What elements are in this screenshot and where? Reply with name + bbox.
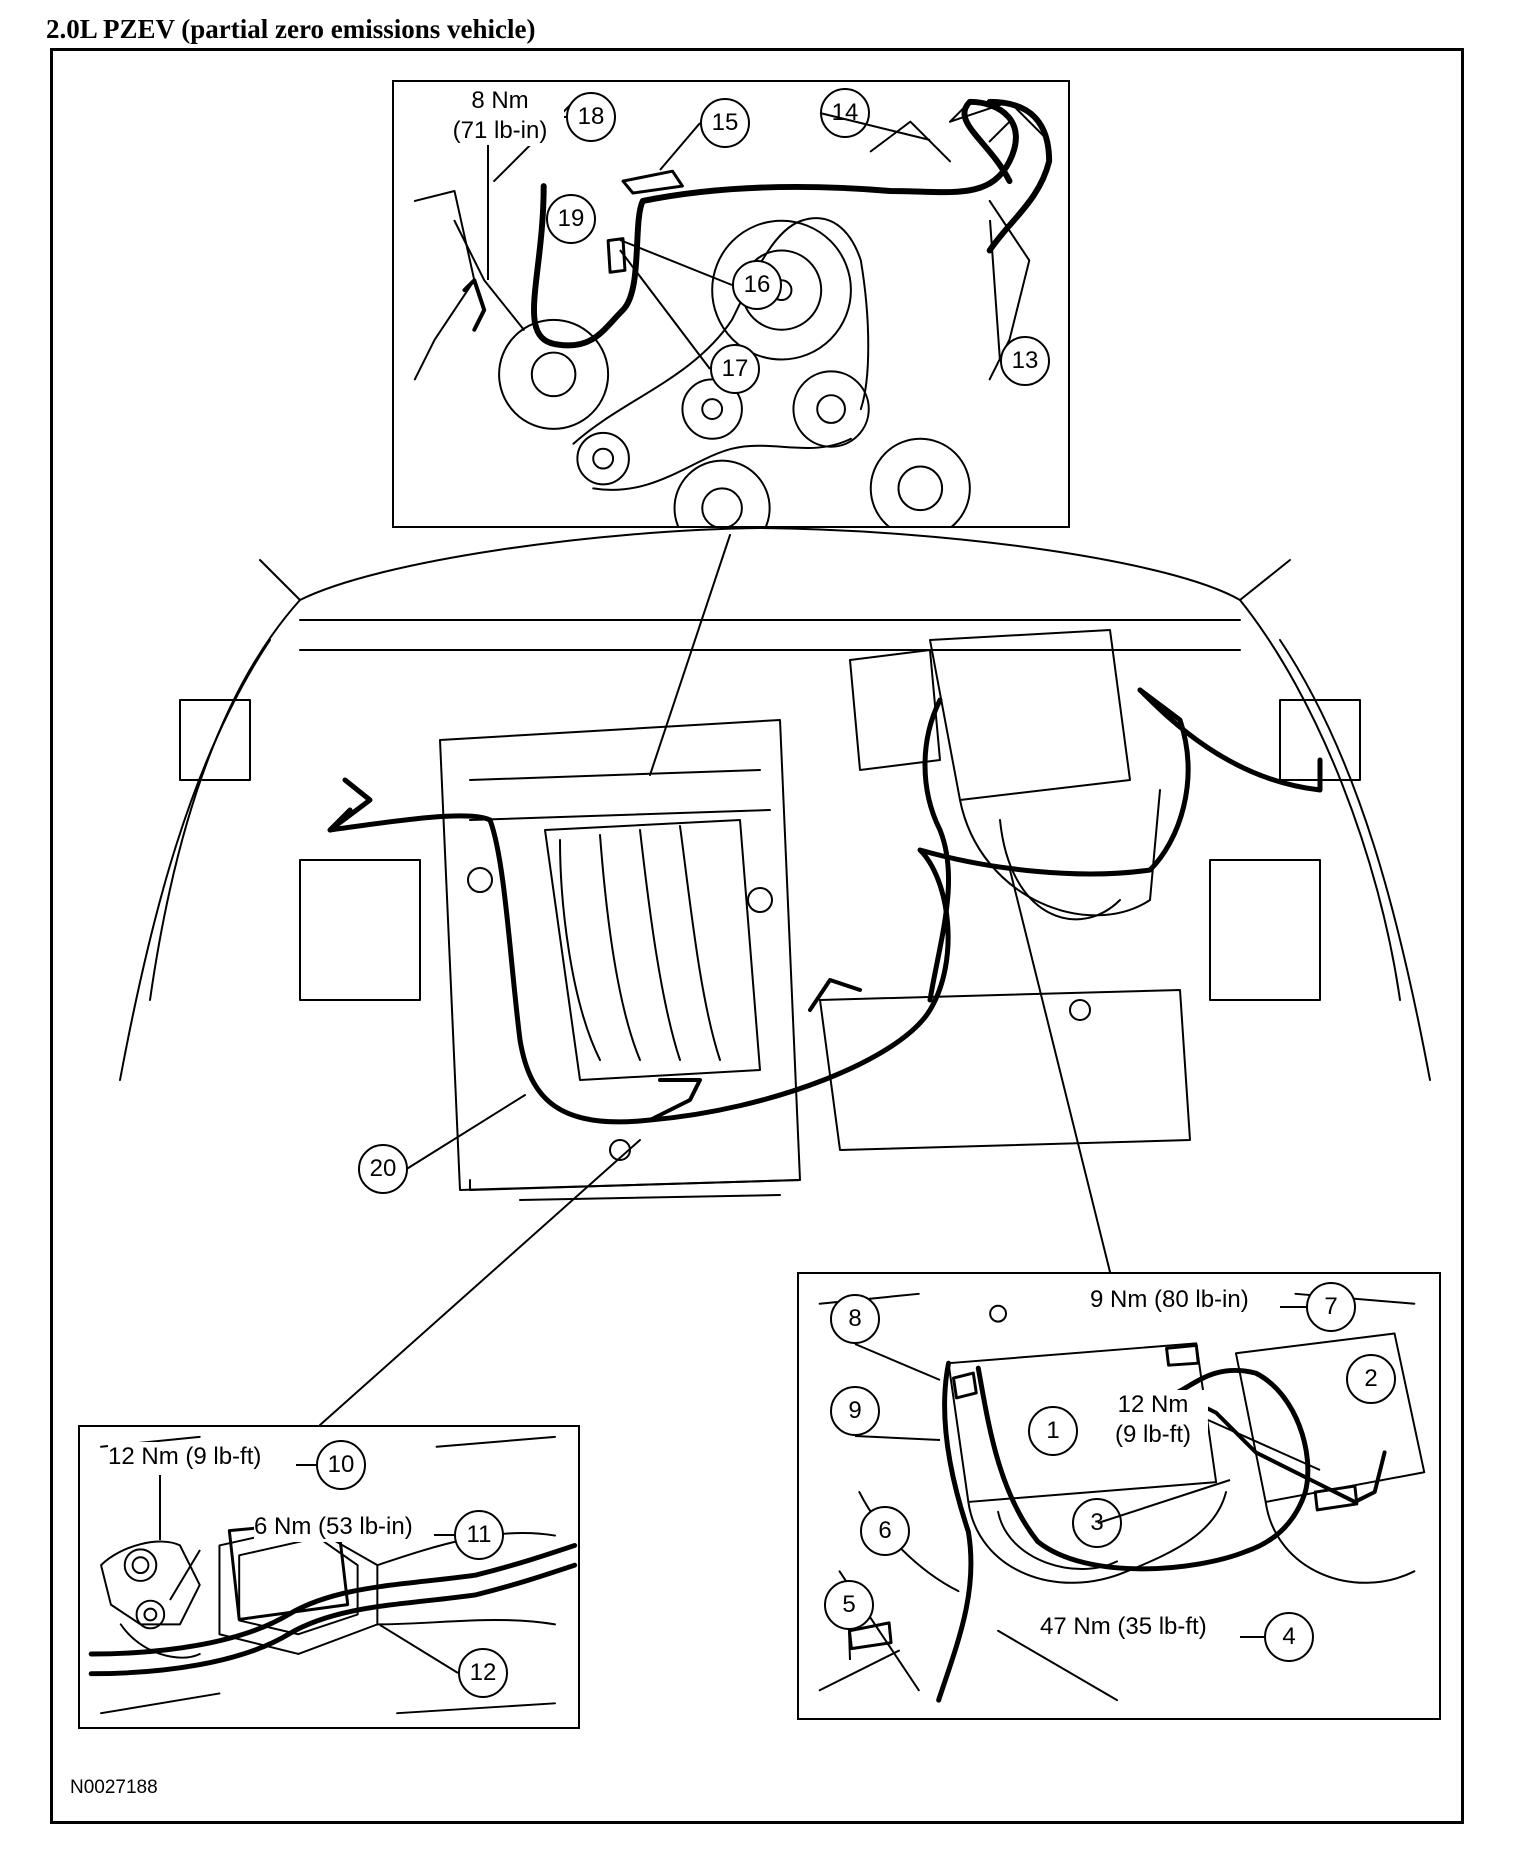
torque-18-imperial: (71 lb-in) [452, 117, 548, 144]
callout-19: 19 [546, 194, 596, 244]
callout-18: 18 [566, 92, 616, 142]
torque-1-imperial: (9 lb-ft) [1114, 1421, 1191, 1448]
callout-6: 6 [860, 1506, 910, 1556]
callout-5: 5 [824, 1580, 874, 1630]
callout-15: 15 [700, 98, 750, 148]
torque-18: 8 Nm (71 lb-in) [436, 86, 564, 146]
torque-11: 6 Nm (53 lb-in) [254, 1512, 413, 1542]
callout-9: 9 [830, 1386, 880, 1436]
callout-11: 11 [454, 1510, 504, 1560]
callout-13: 13 [1000, 336, 1050, 386]
callout-17: 17 [710, 344, 760, 394]
callout-2: 2 [1346, 1354, 1396, 1404]
callout-7: 7 [1306, 1282, 1356, 1332]
inset-accessory-drive [392, 80, 1070, 528]
callout-16: 16 [732, 260, 782, 310]
torque-10: 12 Nm (9 lb-ft) [108, 1442, 262, 1472]
figure-id: N0027188 [70, 1777, 158, 1798]
callout-4: 4 [1264, 1612, 1314, 1662]
callout-12: 12 [458, 1648, 508, 1698]
callout-1: 1 [1028, 1406, 1078, 1456]
callout-20: 20 [358, 1144, 408, 1194]
callout-8: 8 [830, 1294, 880, 1344]
diagram-frame [50, 48, 1464, 1824]
torque-18-nm: 8 Nm [471, 87, 529, 114]
torque-1-nm: 12 Nm [1117, 1391, 1189, 1418]
callout-10: 10 [316, 1440, 366, 1490]
callout-3: 3 [1072, 1498, 1122, 1548]
page-title: 2.0L PZEV (partial zero emissions vehicl… [46, 14, 536, 44]
torque-1: 12 Nm (9 lb-ft) [1098, 1390, 1208, 1450]
torque-4: 47 Nm (35 lb-ft) [1040, 1612, 1207, 1642]
inset-air-cleaner [797, 1272, 1441, 1720]
torque-7: 9 Nm (80 lb-in) [1090, 1285, 1249, 1315]
